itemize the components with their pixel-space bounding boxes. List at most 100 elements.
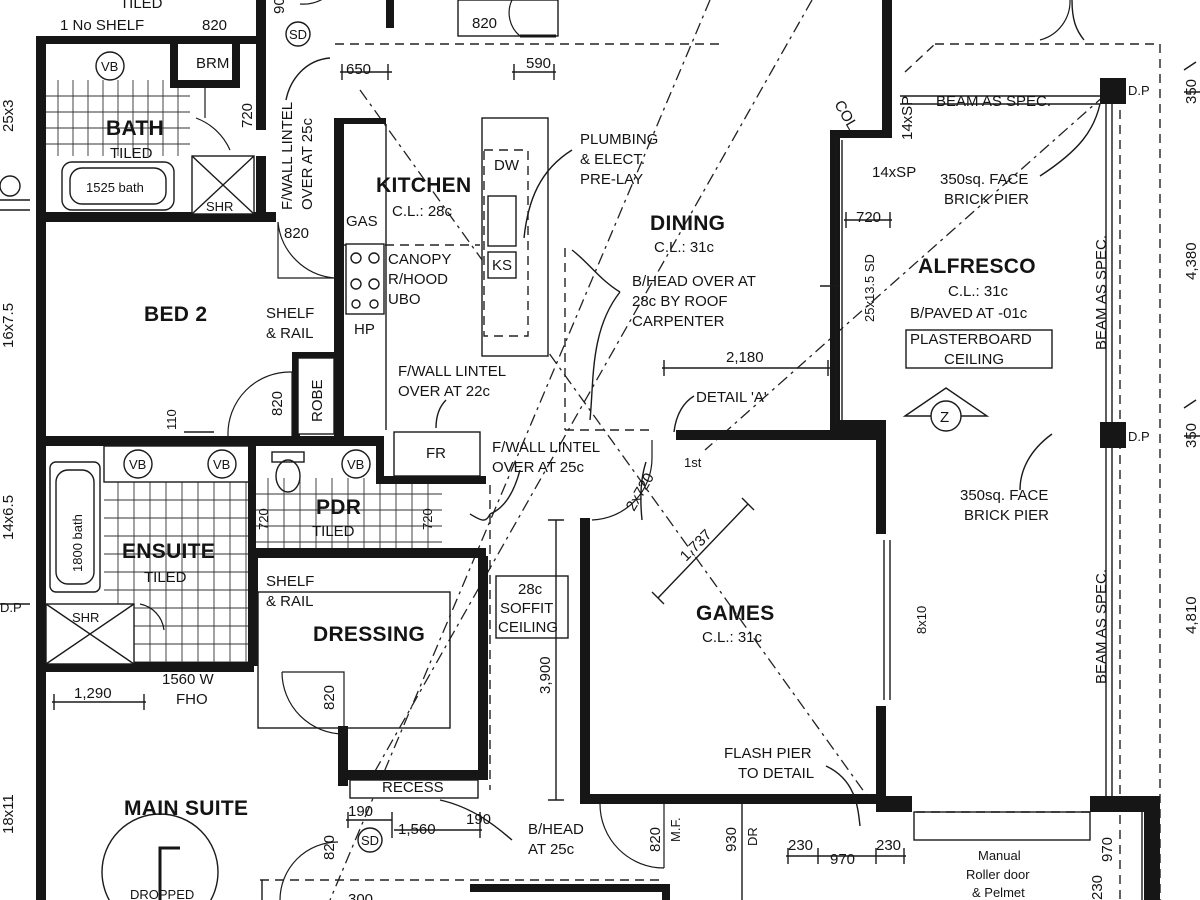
- door-swings: [139, 0, 1071, 900]
- fixture-14xsp: 14xSP: [872, 164, 916, 181]
- edge-left-16x75: 16x7.5: [0, 303, 17, 348]
- fixture-bath-1800: 1800 bath: [70, 514, 85, 572]
- room-pdr-finish: TILED: [312, 523, 355, 540]
- leader-arrows: [261, 0, 1101, 900]
- fixture-tiled-top: TILED: [120, 0, 163, 12]
- room-dining-label: DINING: [650, 212, 725, 235]
- brick-pier-top: [1100, 78, 1126, 104]
- note-bhead-dining-3: CARPENTER: [632, 313, 725, 330]
- note-pier-1-line1: 350sq. FACE: [940, 171, 1028, 188]
- room-alfresco-plaster-2: CEILING: [944, 351, 1004, 368]
- dim-1290: 1,290: [74, 685, 112, 702]
- bed2-shelf-label: SHELF: [266, 305, 314, 322]
- dim-820-dressing: 820: [321, 685, 338, 710]
- room-dining-ceiling: C.L.: 31c: [654, 239, 715, 256]
- basin-ensuite-1-label: VB: [129, 457, 146, 472]
- dim-110: 110: [164, 409, 179, 430]
- dim-820-kitchen: 820: [472, 15, 497, 32]
- dim-2x720: 2x720: [623, 470, 658, 514]
- note-fwall-2-line1: F/WALL LINTEL: [398, 363, 506, 380]
- edge-right-4380: 4,380: [1183, 242, 1200, 280]
- note-bhead-main-2: AT 25c: [528, 841, 575, 858]
- fixture-dp-mid: D.P: [1128, 429, 1150, 444]
- roller-door-2: Roller door: [966, 867, 1030, 882]
- dim-1560: 1,560: [398, 821, 436, 838]
- edge-left-dp: D.P: [0, 600, 22, 615]
- dim-720-pdr-right: 720: [420, 508, 435, 530]
- dim-2180: 2,180: [726, 349, 764, 366]
- room-kitchen-label: KITCHEN: [376, 174, 471, 197]
- room-dressing-label: DRESSING: [313, 623, 425, 646]
- note-plumbing-2: & ELECT.: [580, 151, 645, 168]
- dim-720-pdr-left: 720: [256, 508, 271, 530]
- fixture-bath-shower: SHR: [206, 199, 233, 214]
- edge-left-25x3: 25x3: [0, 99, 17, 132]
- fixture-brm: BRM: [196, 55, 229, 72]
- edge-left-14x65: 14x6.5: [0, 495, 17, 540]
- room-bath-finish: TILED: [110, 145, 153, 162]
- basin-ensuite-2-label: VB: [213, 457, 230, 472]
- dim-970: 970: [830, 851, 855, 868]
- room-alfresco-paving: B/PAVED AT -01c: [910, 305, 1028, 322]
- brick-pier-mid: [1100, 422, 1126, 448]
- dim-190-right: 190: [466, 811, 491, 828]
- room-bath-label: BATH: [106, 117, 164, 140]
- fixture-fho-2: FHO: [176, 691, 208, 708]
- dim-820-bed2: 820: [284, 225, 309, 242]
- note-fwall-1-line1: F/WALL LINTEL: [279, 102, 296, 210]
- fixture-hotplate: HP: [354, 321, 375, 338]
- note-pier-1-line2: BRICK PIER: [944, 191, 1029, 208]
- note-flash-pier-2: TO DETAIL: [738, 765, 814, 782]
- room-kitchen-ceiling: C.L.: 28c: [392, 203, 453, 220]
- note-beam-side-1: BEAM AS SPEC.: [1093, 235, 1110, 350]
- fixture-dr: DR: [745, 827, 760, 846]
- fixture-gas: GAS: [346, 213, 378, 230]
- smoke-detector-main-label: SD: [361, 833, 379, 848]
- roller-door-1: Manual: [978, 848, 1021, 863]
- dim-650: 650: [346, 61, 371, 78]
- dim-820-robe: 820: [269, 391, 286, 416]
- fixture-col: COL: [831, 98, 861, 133]
- fixture-25x13-sd: 25x13.5 SD: [862, 254, 877, 322]
- dashed-roof-lines: [260, 0, 1161, 900]
- dim-720-alfresco: 720: [856, 209, 881, 226]
- fixture-recess: RECESS: [382, 779, 444, 796]
- note-soffit-2: SOFFIT: [500, 600, 553, 617]
- ensuite-tiles: [104, 482, 254, 672]
- edge-right-4810: 4,810: [1183, 596, 1200, 634]
- dim-970-vertical: 970: [1099, 837, 1116, 862]
- note-beam-side-2: BEAM AS SPEC.: [1093, 569, 1110, 684]
- room-pdr-label: PDR: [316, 496, 361, 519]
- fixture-ensuite-shower: SHR: [72, 610, 99, 625]
- dim-820-mf: 820: [647, 827, 664, 852]
- note-soffit-1: 28c: [518, 581, 543, 598]
- basin-pdr-label: VB: [347, 457, 364, 472]
- fixture-bath-1525: 1525 bath: [86, 180, 144, 195]
- room-alfresco-ceiling: C.L.: 31c: [948, 283, 1009, 300]
- smoke-detector-top-label: SD: [289, 27, 307, 42]
- note-pier-2-line1: 350sq. FACE: [960, 487, 1048, 504]
- pdr-tiles: [252, 478, 442, 548]
- note-bhead-main-1: B/HEAD: [528, 821, 584, 838]
- dim-190-left: 190: [348, 803, 373, 820]
- fixture-dp-top: D.P: [1128, 83, 1150, 98]
- note-fwall-2-line2: OVER AT 22c: [398, 383, 490, 400]
- note-plumbing-1: PLUMBING: [580, 131, 658, 148]
- fixture-dropped: DROPPED: [130, 887, 194, 900]
- dim-820-top: 820: [202, 17, 227, 34]
- bath-tiles: [44, 80, 190, 156]
- dressing-shelf-label: SHELF: [266, 573, 314, 590]
- fixture-first-step: 1st: [684, 455, 702, 470]
- room-alfresco-plaster-1: PLASTERBOARD: [910, 331, 1032, 348]
- fixture-canopy-2: R/HOOD: [388, 271, 448, 288]
- fixture-shelf-top: 1 No SHELF: [60, 17, 144, 34]
- note-flash-pier-1: FLASH PIER: [724, 745, 812, 762]
- fixture-14xsp-vertical: 14xSP: [899, 96, 916, 140]
- edge-left-18x11: 18x11: [0, 794, 17, 834]
- room-main-suite-label: MAIN SUITE: [124, 797, 248, 820]
- note-fwall-3-line2: OVER AT 25c: [492, 459, 584, 476]
- dim-930: 930: [723, 827, 740, 852]
- dim-720-bath: 720: [239, 103, 256, 128]
- room-bed2-label: BED 2: [144, 303, 207, 326]
